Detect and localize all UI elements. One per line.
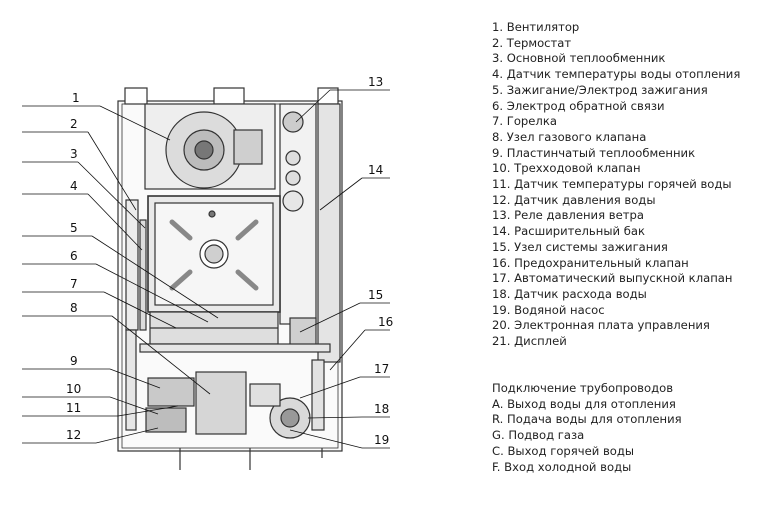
callout-11: 11 [66,401,81,415]
legend-item: 2. Термостат [492,35,572,50]
connection-item: C. Выход горячей воды [492,443,635,458]
legend-item: 17. Автоматический выпускной клапан [492,271,733,286]
legend-item: 8. Узел газового клапана [492,129,647,144]
callout-18: 18 [374,402,389,416]
legend-item: 21. Дисплей [492,334,567,349]
callout-1: 1 [72,91,80,105]
legend-item: 4. Датчик температуры воды отопления [492,67,741,82]
legend-item: 16. Предохранительный клапан [492,255,689,270]
legend-item: 9. Пластинчатый теплообменник [492,145,696,160]
callout-15: 15 [368,288,383,302]
legend-item: 13. Реле давления ветра [492,208,644,223]
callout-9: 9 [70,354,78,368]
legend-item: 6. Электрод обратной связи [492,98,665,113]
legend-item: 1. Вентилятор [492,20,580,34]
expansion-tank [317,103,341,363]
callout-5: 5 [70,221,78,235]
callout-7: 7 [70,277,78,291]
callout-8: 8 [70,301,78,315]
connection-item: A. Выход воды для отопления [492,396,676,411]
callout-2: 2 [70,117,78,131]
connections-title: Подключение трубопроводов [492,381,674,395]
callout-3: 3 [70,147,78,161]
gas-valve [195,371,247,435]
component-legend: 1. Вентилятор 2. Термостат 3. Основной т… [492,20,777,350]
connection-item: R. Подача воды для отопления [492,412,682,427]
legend-item: 15. Узел системы зажигания [492,239,668,254]
legend-item: 19. Водяной насос [492,302,605,317]
legend-item: 11. Датчик температуры горячей воды [492,177,732,192]
callout-16: 16 [378,315,393,329]
callout-10: 10 [66,382,81,396]
legend-item: 12. Датчик давления воды [492,192,656,207]
legend-item: 7. Горелка [492,114,557,129]
callout-17: 17 [374,362,389,376]
callout-12: 12 [66,428,81,442]
callout-6: 6 [70,249,78,263]
legend-item: 14. Расширительный бак [492,224,645,239]
legend-item: 20. Электронная плата управления [492,318,710,333]
pressure-switch [282,111,304,133]
connection-item: G. Подвод газа [492,428,585,443]
callout-19: 19 [374,433,389,447]
top-vent [124,87,148,105]
boiler-diagram: 1 2 3 4 5 6 7 8 9 10 11 12 13 14 15 16 1… [22,75,393,470]
legend-item: 18. Датчик расхода воды [492,286,647,301]
legend-item: 5. Зажигание/Электрод зажигания [492,82,708,97]
legend-item: 3. Основной теплообменник [492,51,666,66]
pipe-connections: Подключение трубопроводов A. Выход воды … [492,381,777,475]
legend-item: 10. Трехходовой клапан [492,161,641,176]
callout-14: 14 [368,163,383,177]
plate-heat-exchanger [147,377,195,407]
callout-13: 13 [368,75,383,89]
connection-item: F. Вход холодной воды [492,459,632,474]
callout-4: 4 [70,179,78,193]
